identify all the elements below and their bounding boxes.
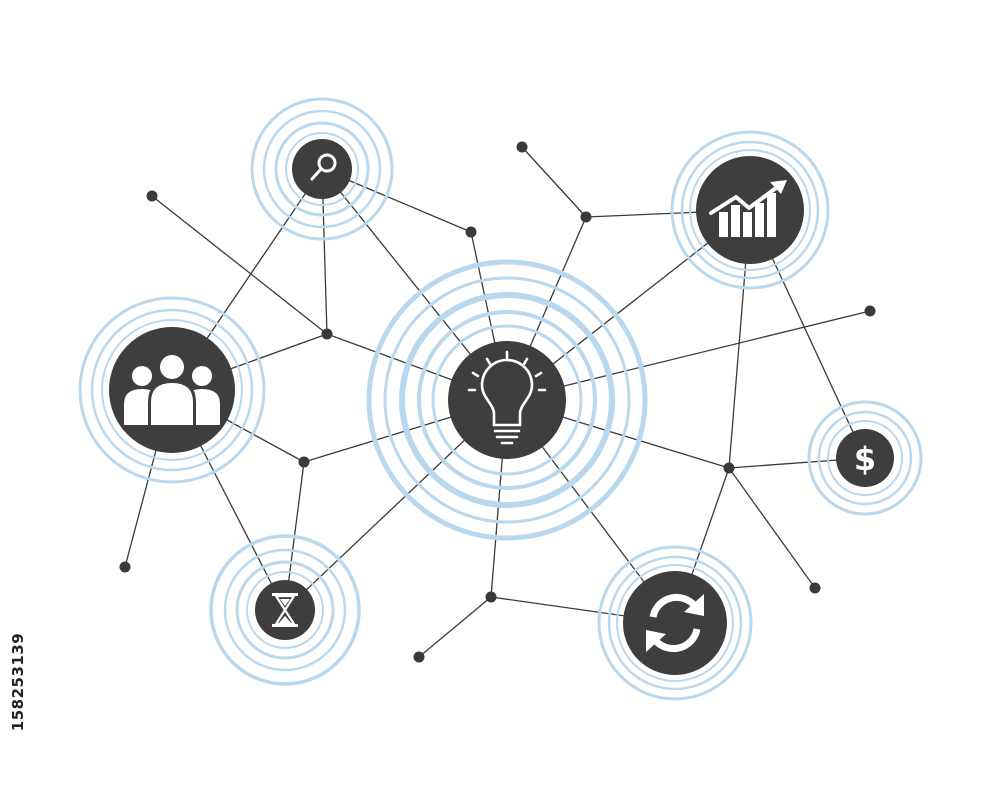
team-rings — [78, 296, 266, 484]
money-node: $ — [836, 429, 894, 487]
junction-dot — [516, 141, 528, 153]
junction-dot — [809, 582, 821, 594]
ring — [235, 560, 335, 660]
refresh-node — [623, 571, 727, 675]
connection-line — [521, 146, 587, 218]
ring — [827, 420, 903, 496]
team-node — [109, 327, 235, 453]
ring — [274, 121, 370, 217]
ring — [616, 564, 734, 682]
ring — [250, 97, 394, 241]
ring — [417, 310, 597, 490]
ring — [399, 292, 615, 508]
connection-line — [151, 195, 328, 335]
idea-rings — [366, 259, 648, 541]
ring — [90, 308, 254, 472]
junction-dot — [485, 591, 497, 603]
ring — [246, 571, 324, 649]
money-rings — [807, 400, 923, 516]
time-node — [255, 580, 315, 640]
ring — [223, 548, 347, 672]
refresh-rings — [597, 545, 753, 701]
ring — [78, 296, 266, 484]
junction-dot — [580, 211, 592, 223]
ring — [607, 555, 743, 691]
growth-node — [696, 156, 804, 264]
junction-dot — [119, 561, 131, 573]
ring — [817, 410, 913, 506]
ripple-rings — [78, 97, 923, 701]
magnifier-icon — [310, 153, 337, 181]
time-rings — [209, 534, 361, 686]
ring — [807, 400, 923, 516]
junction-dot — [723, 462, 735, 474]
junction-dot — [465, 226, 477, 238]
ring — [101, 319, 243, 461]
ring — [262, 109, 382, 229]
junction-dots — [119, 141, 876, 663]
lightbulb-icon — [467, 350, 547, 445]
idea-node — [448, 341, 566, 459]
people-group-icon — [124, 353, 220, 427]
ring — [597, 545, 753, 701]
node-circle — [836, 429, 894, 487]
bar-chart-arrow-icon — [709, 180, 787, 237]
search-rings — [250, 97, 394, 241]
junction-dot — [298, 456, 310, 468]
ring — [209, 534, 361, 686]
dollar-icon: $ — [854, 440, 876, 478]
junction-dot — [413, 651, 425, 663]
ring — [670, 130, 830, 290]
hourglass-icon — [272, 593, 298, 627]
junction-dot — [864, 305, 876, 317]
ring — [680, 140, 820, 280]
junction-dot — [146, 190, 158, 202]
search-node — [292, 139, 352, 199]
node-circle — [623, 571, 727, 675]
connection-line — [418, 596, 492, 658]
ring — [285, 132, 359, 206]
ring — [431, 324, 583, 476]
ring — [383, 276, 631, 524]
ring — [366, 259, 648, 541]
growth-rings — [670, 130, 830, 290]
junction-dot — [321, 328, 333, 340]
stock-image-id-text: 158253139 — [9, 632, 27, 732]
ring — [689, 149, 811, 271]
connection-line — [506, 310, 871, 401]
connection-line — [728, 467, 816, 589]
stock-image-id: 158253139 — [8, 572, 28, 792]
node-circle — [448, 341, 566, 459]
refresh-arrows-icon — [646, 593, 704, 653]
